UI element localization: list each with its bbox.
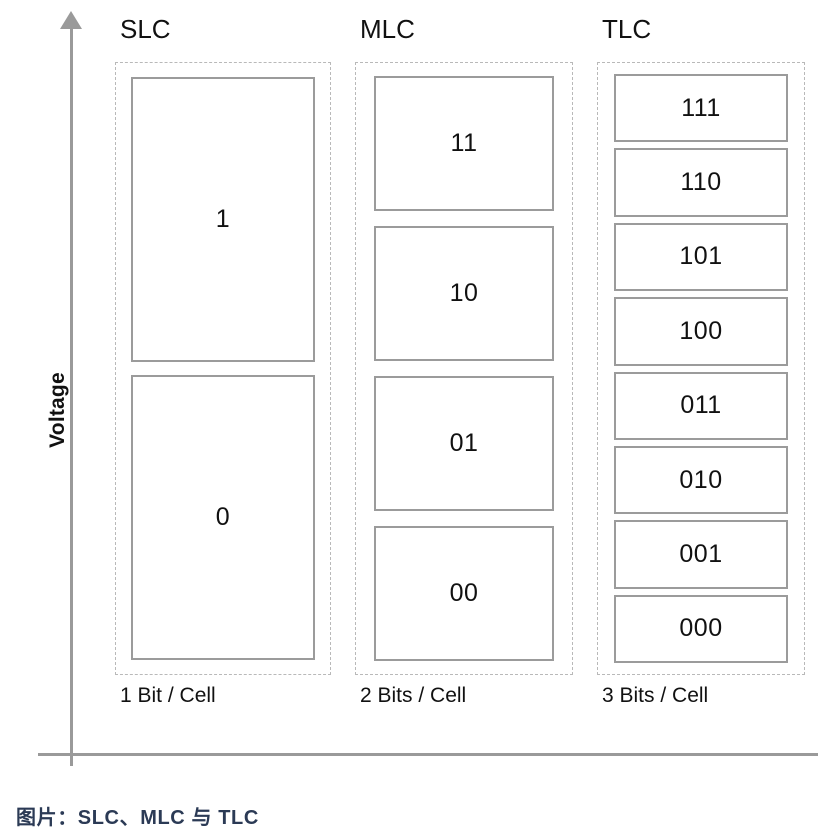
level-cell: 0: [131, 375, 315, 660]
figure-caption: 图片：SLC、MLC 与 TLC: [16, 807, 259, 829]
level-list-mlc: 11 10 01 00: [355, 62, 573, 675]
level-cell: 000: [614, 594, 788, 663]
level-cell: 001: [614, 520, 788, 589]
column-tlc: TLC 111 110 101 100 011 010 001 000 3 Bi…: [597, 14, 805, 707]
column-mlc: MLC 11 10 01 00 2 Bits / Cell: [355, 14, 573, 707]
level-list-tlc: 111 110 101 100 011 010 001 000: [597, 62, 805, 675]
y-axis-arrow-icon: [60, 11, 82, 29]
group-border-slc: [115, 62, 331, 675]
level-cell: 010: [614, 445, 788, 515]
level-cell: 10: [374, 226, 554, 361]
level-cell: 110: [614, 148, 788, 217]
column-header-slc: SLC: [120, 14, 171, 44]
column-footer-tlc: 3 Bits / Cell: [602, 684, 709, 707]
column-footer-mlc: 2 Bits / Cell: [360, 684, 467, 707]
column-slc: SLC 1 0 1 Bit / Cell: [115, 14, 331, 707]
level-cell: 1: [131, 77, 315, 362]
x-axis-line: [38, 753, 818, 756]
level-cell: 11: [374, 76, 554, 211]
level-cell: 101: [614, 222, 788, 292]
level-cell: 01: [374, 376, 554, 511]
level-cell: 100: [614, 297, 788, 366]
column-header-mlc: MLC: [360, 14, 415, 44]
group-border-mlc: [355, 62, 573, 675]
level-cell: 011: [614, 371, 788, 440]
y-axis-label: Voltage: [46, 372, 69, 448]
column-footer-slc: 1 Bit / Cell: [120, 684, 216, 707]
level-cell: 00: [374, 526, 554, 661]
column-header-tlc: TLC: [602, 14, 652, 44]
y-axis-line: [70, 24, 73, 766]
level-cell: 111: [614, 74, 788, 143]
group-border-tlc: [597, 62, 805, 675]
level-list-slc: 1 0: [115, 62, 331, 675]
